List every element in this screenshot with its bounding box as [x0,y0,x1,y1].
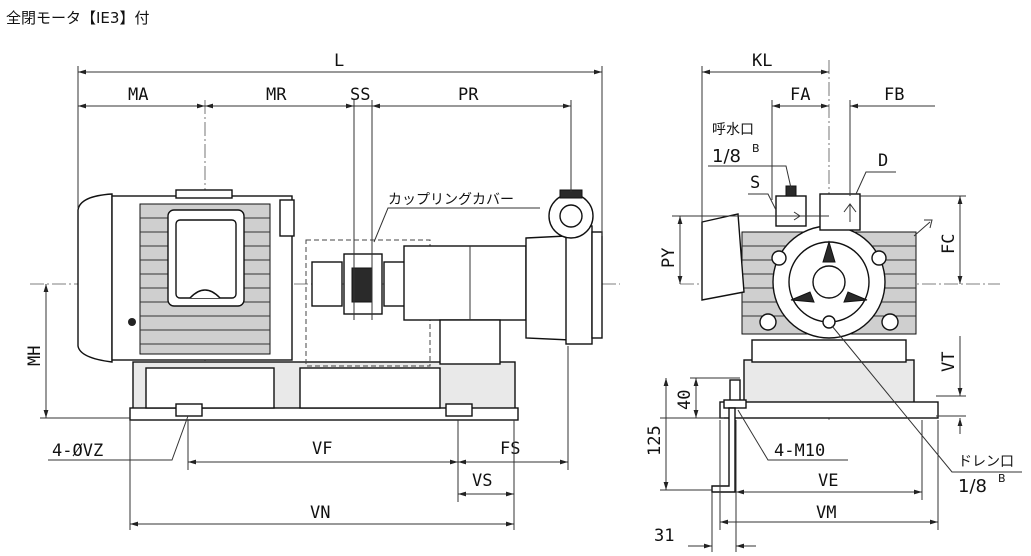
label-S: S [750,173,760,193]
drain-port-sup: B [998,472,1006,485]
priming-port-size: 1/8 [712,146,741,167]
front-terminal-box [701,213,745,301]
dim-40-label: 40 [675,390,695,410]
front-top-ports [775,185,861,231]
drain-leader [831,325,1022,473]
dim-VN-label: VN [310,503,330,523]
dim-VT-label: VT [939,352,959,372]
front-pump-flange [759,225,899,339]
s-leader [748,193,777,211]
vz-leader [48,415,189,461]
priming-leader [708,165,792,189]
front-base [719,339,939,419]
drain-plug-icon [822,315,836,329]
base-plate [129,361,519,421]
dim-VE-label: VE [818,471,838,491]
dim-PR-label: PR [458,85,479,105]
m10-leader [737,409,848,461]
d-leader [855,171,896,195]
dim-FS-label: FS [500,439,520,459]
dim-PY-label: PY [659,248,679,268]
rotation-arrow-icon [913,219,933,237]
priming-port-label: 呼水口 [712,122,754,138]
dim-VM-label: VM [816,503,836,523]
dim-VZ-label: 4-ØVZ [52,441,103,461]
drain-port-label: ドレン口 [958,454,1014,470]
motor-fan-cover [77,193,113,363]
motor-body [111,189,295,361]
drawing-title: 全閉モータ【IE3】付 [6,9,149,27]
side-view: L MA MR SS PR カップリングカバー MH 4-ØVZ VF FS [25,51,620,530]
label-D: D [878,151,888,171]
dim-KL-label: KL [752,51,772,71]
coupling-cover-label: カップリングカバー [388,192,514,208]
dim-FB-label: FB [884,85,904,105]
dim-M10-label: 4-M10 [774,441,825,461]
bearing-housing [403,245,527,365]
dim-125-label: 125 [645,425,665,456]
dim-SS-label: SS [350,85,370,105]
dim-VS-label: VS [472,471,492,491]
anchor-bolt [711,379,747,493]
dim-FA-label: FA [790,85,810,105]
priming-port-sup: B [752,142,760,155]
bolt-icon [759,313,777,331]
bolt-icon [128,318,136,326]
coupling-cover [305,100,431,367]
front-view: KL FA FB 呼水口 1/8 B S D PY FC VT [645,51,1022,552]
dim-31-label: 31 [654,526,674,546]
dim-FC-label: FC [939,234,959,254]
dim-MA-label: MA [128,85,148,105]
dim-MH-label: MH [25,346,45,366]
coupling-cover-leader [373,207,540,243]
bolt-icon [881,313,899,331]
dim-VF-label: VF [312,439,332,459]
dim-L-label: L [334,51,344,71]
dim-MR-label: MR [266,85,287,105]
bolt-icon [871,250,887,266]
drain-port-size: 1/8 [958,476,987,497]
bolt-icon [771,250,787,266]
pump-casing [525,189,603,345]
